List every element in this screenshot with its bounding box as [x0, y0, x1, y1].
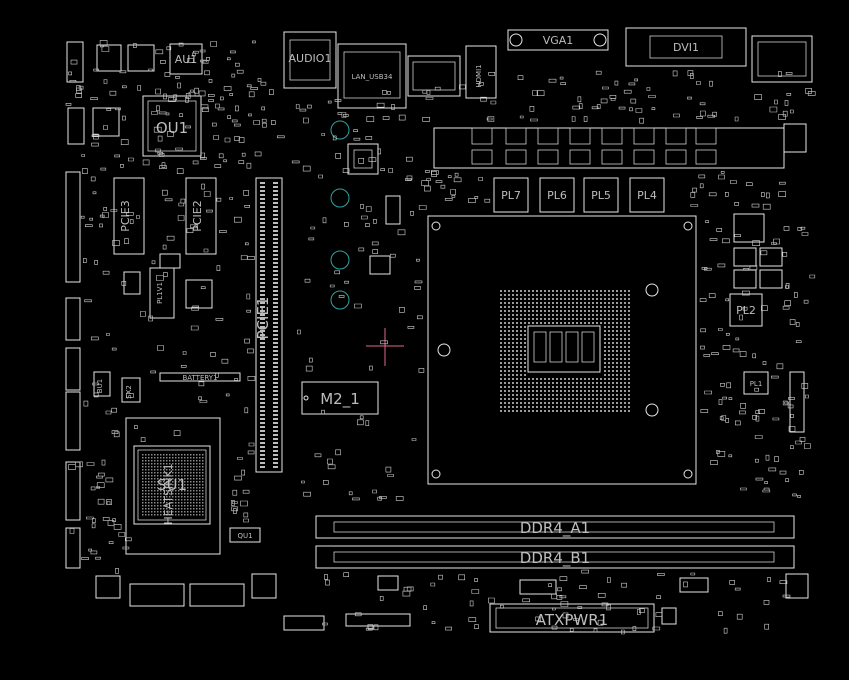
au1-label: AU1 [175, 53, 198, 66]
smd-components [65, 40, 816, 635]
bu1-label: BU1 [96, 379, 104, 393]
hdmi1-connector: HDMI1 [465, 45, 497, 99]
socket-pin-array [500, 290, 630, 412]
mounting-vias [330, 120, 350, 310]
ou1-label: OU1 [156, 119, 188, 137]
hdmi1-label: HDMI1 [475, 64, 483, 87]
ou1-chip: OU1 [142, 95, 202, 157]
pcie1-label: PCIE1 [254, 297, 272, 340]
sx2-label: SX2 [125, 385, 133, 399]
usb-stack [407, 55, 461, 97]
su1-label: SU1 [157, 476, 187, 494]
bottom-headers [95, 573, 709, 631]
pcie1-slot: PCIE1 [254, 177, 283, 473]
pcie2-label: PCIE2 [191, 200, 204, 232]
pl1v1-label: PL1V1 [156, 282, 164, 304]
heatsink-label: HEATSINK1 [162, 463, 175, 524]
dvi1-label: DVI1 [673, 41, 699, 54]
chipset-su1: SU1 HEATSINK1 [125, 417, 221, 555]
pcie3-slot: PCIE3 [113, 177, 145, 255]
pl1-label: PL1 [750, 380, 763, 388]
pcie2-slot: PCIE2 [185, 177, 217, 255]
cursor-crosshair [366, 328, 404, 366]
left-headers [65, 171, 81, 569]
qu1-chip: QU1 [229, 527, 261, 543]
audio1-connector: AUDIO1 [283, 31, 337, 89]
battery-label: BATTERY1 [182, 374, 217, 382]
pl4-label: PL4 [637, 189, 657, 202]
dvi1-connector: DVI1 [625, 27, 747, 67]
lan-usb-connector: LAN_USB34 [337, 43, 407, 109]
inductor-pl5: PL5 [583, 177, 619, 213]
bu1-sx2: BU1 SX2 [93, 371, 141, 403]
audio1-label: AUDIO1 [289, 52, 332, 65]
pcie3-label: PCIE3 [119, 200, 132, 232]
inductor-pl6: PL6 [539, 177, 575, 213]
lan-usb-label: LAN_USB34 [352, 73, 393, 81]
right-small-components: PL1 [733, 123, 809, 599]
center-chips [347, 143, 401, 275]
ddr4-b1-label: DDR4_B1 [520, 549, 590, 568]
pl5-label: PL5 [591, 189, 611, 202]
top-right-connector [751, 35, 813, 83]
vga1-connector: VGA1 [507, 29, 609, 51]
atxpwr1-connector: ATXPWR1 [489, 603, 655, 633]
mid-left-chips [123, 253, 213, 309]
cpu-socket [427, 215, 697, 485]
pl7-label: PL7 [501, 189, 521, 202]
ddr4-a1-label: DDR4_A1 [520, 519, 590, 538]
ddr4-b1-slot: DDR4_B1 [315, 545, 795, 569]
ddr4-a1-slot: DDR4_A1 [315, 515, 795, 539]
inductor-pl4: PL4 [629, 177, 665, 213]
atxpwr1-label: ATXPWR1 [536, 611, 608, 629]
inductor-pl7: PL7 [493, 177, 529, 213]
qu1-label: QU1 [237, 532, 252, 540]
au1-chip: AU1 [169, 43, 203, 75]
m2-label: M2_1 [320, 390, 360, 409]
pl6-label: PL6 [547, 189, 567, 202]
battery1: BATTERY1 [159, 372, 241, 382]
vga1-label: VGA1 [543, 34, 574, 47]
vrm-mosfet-row [433, 127, 785, 169]
pcie1-pins [260, 182, 278, 468]
m2-slot: M2_1 [301, 381, 379, 415]
chipset-pins [142, 454, 204, 516]
